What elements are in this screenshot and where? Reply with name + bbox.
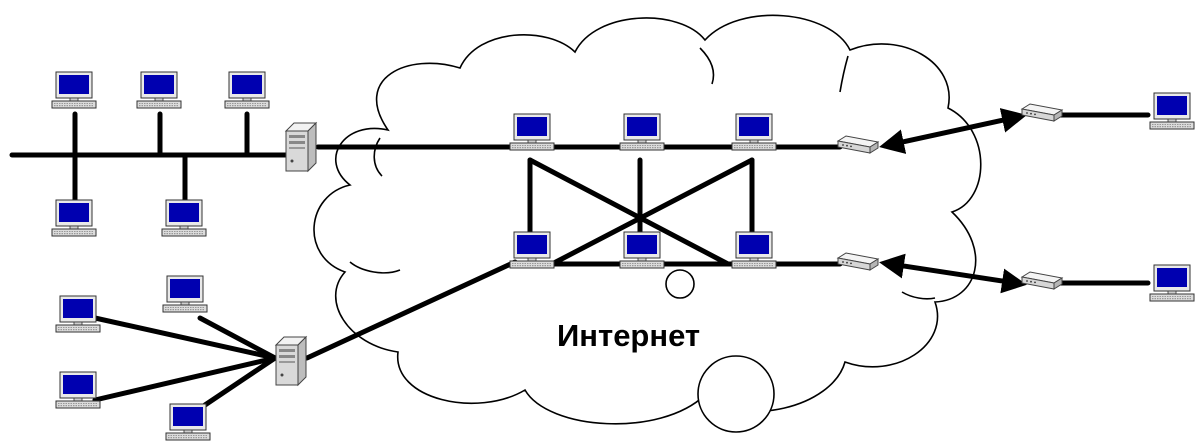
computer-icon	[619, 231, 665, 269]
computer-icon	[1149, 264, 1195, 302]
dial-up-link-arrow	[879, 253, 1027, 294]
cloud-label: Интернет	[557, 318, 700, 353]
computer-icon	[731, 231, 777, 269]
computer-icon	[1149, 92, 1195, 130]
computer-icon	[51, 71, 97, 109]
computer-icon	[509, 113, 555, 151]
computer-icon	[619, 113, 665, 151]
server-icon	[285, 122, 317, 172]
computer-icon	[224, 71, 270, 109]
computer-icon	[165, 403, 211, 441]
connection-lines	[9, 111, 1151, 408]
computer-icon	[51, 199, 97, 237]
computer-icon	[731, 113, 777, 151]
modem-icon	[1021, 271, 1063, 290]
computer-icon	[162, 275, 208, 313]
computer-icon	[136, 71, 182, 109]
computer-icon	[55, 371, 101, 409]
dial-up-link-arrow	[879, 108, 1027, 154]
server-icon	[275, 336, 307, 386]
computer-icon	[509, 231, 555, 269]
modem-icon	[1021, 103, 1063, 122]
computer-icon	[161, 199, 207, 237]
dial-up-arrows	[879, 108, 1027, 294]
computer-icon	[55, 295, 101, 333]
